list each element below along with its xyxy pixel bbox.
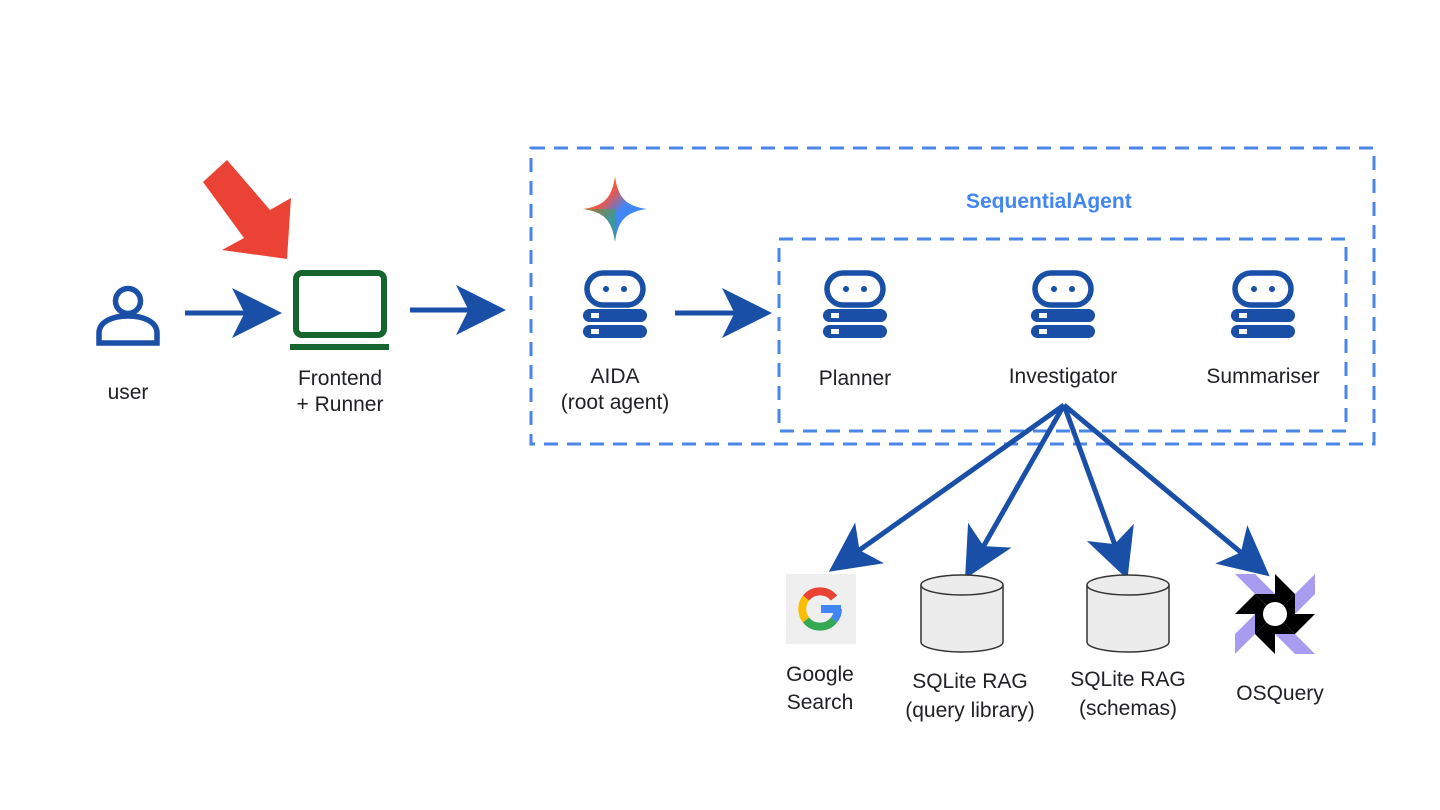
google-search-label: Google Search xyxy=(760,661,880,717)
agent-icon xyxy=(1031,270,1095,338)
database-icon xyxy=(1086,574,1170,653)
agent-icon xyxy=(823,270,887,338)
sqlite-query-library-label: SQLite RAG (query library) xyxy=(890,667,1050,725)
agent-icon xyxy=(583,270,647,338)
frontend-label-line2: + Runner xyxy=(296,393,384,416)
frontend-label-line1: Frontend xyxy=(297,367,383,390)
sqlite-query-library-label-line2: (query library) xyxy=(905,699,1035,722)
aida-label-line1: AIDA xyxy=(590,365,640,388)
edge-investigator-sqlite-query xyxy=(965,403,1067,579)
aida-label-line2: (root agent) xyxy=(560,391,670,414)
summariser-label: Summariser xyxy=(1206,365,1320,388)
google-search-label-line2: Search xyxy=(786,691,854,714)
sqlite-schemas-label-line1: SQLite RAG xyxy=(1070,668,1186,691)
planner-label: Planner xyxy=(818,367,892,390)
aida-label: AIDA (root agent) xyxy=(535,364,695,416)
osquery-logo-icon xyxy=(1235,574,1315,654)
database-icon xyxy=(920,574,1004,653)
person-icon xyxy=(96,285,160,346)
sqlite-query-library-label-line1: SQLite RAG xyxy=(912,670,1028,693)
gemini-sparkle-icon xyxy=(583,176,647,242)
edge-investigator-google xyxy=(828,402,1066,572)
highlight-arrow-icon xyxy=(203,160,291,259)
edge-investigator-osquery xyxy=(1062,403,1270,577)
sequential-agent-group-box xyxy=(777,237,1348,433)
google-g-icon xyxy=(786,574,856,644)
frontend-label: Frontend + Runner xyxy=(260,366,420,418)
osquery-label: OSQuery xyxy=(1236,682,1324,705)
laptop-icon xyxy=(290,270,389,350)
sqlite-schemas-label: SQLite RAG (schemas) xyxy=(1048,665,1208,723)
sequential-agent-title: SequentialAgent xyxy=(966,190,1132,213)
agent-icon xyxy=(1231,270,1295,338)
user-label: user xyxy=(107,381,149,404)
edge-investigator-sqlite-schemas xyxy=(1061,404,1134,580)
investigator-label: Investigator xyxy=(1008,365,1118,388)
google-search-label-line1: Google xyxy=(786,663,854,686)
sqlite-schemas-label-line2: (schemas) xyxy=(1078,697,1178,720)
root-agent-group-box xyxy=(529,146,1376,446)
